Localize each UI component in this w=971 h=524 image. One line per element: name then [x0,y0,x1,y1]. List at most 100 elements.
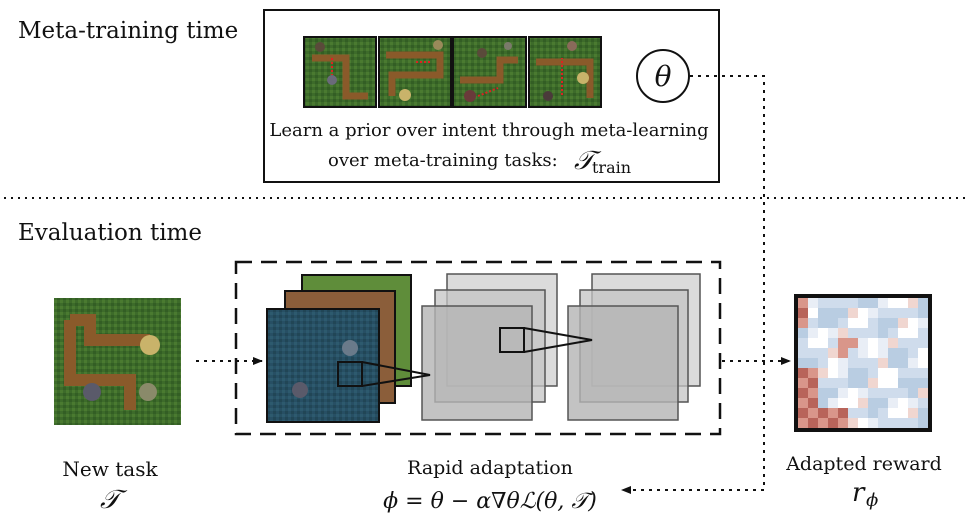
reward-subscript: ϕ [866,490,878,511]
heatmap-cell [848,368,859,379]
heatmap-cell [848,378,859,389]
heatmap-cell [808,358,819,369]
heatmap-cell [908,348,919,359]
heatmap-cell [918,308,929,319]
theta-node [636,49,690,103]
heatmap-cell [848,398,859,409]
heatmap-cell [798,338,809,349]
heatmap-cell [838,408,849,419]
heatmap-cell [818,328,829,339]
heatmap-cell [848,388,859,399]
heatmap-cell [808,418,819,429]
heatmap-cell [878,418,889,429]
heatmap-cell [818,378,829,389]
heatmap-cell [888,368,899,379]
heatmap-cell [908,298,919,309]
heatmap-cell [838,368,849,379]
heatmap-cell [838,308,849,319]
heatmap-cell [828,348,839,359]
heatmap-cell [858,418,869,429]
kernel-2-projection [523,327,593,353]
heatmap-cell [888,398,899,409]
meta-task-map-2 [378,36,452,108]
heatmap-cell [918,378,929,389]
heatmap-cell [848,418,859,429]
heatmap-cell [908,378,919,389]
heatmap-cell [898,398,909,409]
heatmap-cell [808,388,819,399]
heatmap-cell [878,358,889,369]
heatmap-cell [798,418,809,429]
heatmap-cell [898,298,909,309]
heatmap-cell [918,318,929,329]
heatmap-cell [858,398,869,409]
heatmap-cell [828,398,839,409]
heatmap-cell [828,328,839,339]
heatmap-cell [798,308,809,319]
heatmap-cell [918,298,929,309]
meta-task-map-4 [528,36,602,108]
heatmap-cell [898,308,909,319]
heatmap-cell [898,388,909,399]
heatmap-cell [908,338,919,349]
heatmap-cell [868,408,879,419]
heatmap-cell [848,358,859,369]
heatmap-cell [838,398,849,409]
new-task-symbol: 𝒯 [100,485,128,515]
heatmap-cell [858,318,869,329]
heatmap-cell [848,348,859,359]
heatmap-cell [888,348,899,359]
heatmap-cell [888,388,899,399]
heatmap-cell [868,298,879,309]
heatmap-cell [878,378,889,389]
heatmap-cell [868,418,879,429]
input-unit-b [292,382,308,398]
heatmap-cell [828,318,839,329]
kernel-2 [499,327,525,353]
heatmap-cell [798,378,809,389]
heatmap-cell [918,338,929,349]
heatmap-cell [908,418,919,429]
heatmap-cell [828,378,839,389]
heatmap-cell [798,388,809,399]
heatmap-cell [808,408,819,419]
heatmap-cell [888,338,899,349]
heatmap-cell [918,328,929,339]
heatmap-cell [888,418,899,429]
heatmap-cell [828,388,839,399]
reward-symbol: r [852,478,866,508]
heatmap-cell [858,338,869,349]
new-task-map [54,298,181,425]
heatmap-cell [838,328,849,339]
heatmap-cell [858,388,869,399]
heatmap-cell [828,298,839,309]
meta-task-map-1 [303,36,377,108]
meta-caption-line1: Learn a prior over intent through meta-l… [269,120,708,141]
heatmap-cell [898,418,909,429]
heatmap-cell [868,338,879,349]
heatmap-cell [848,318,859,329]
heatmap-cell [878,318,889,329]
heatmap-cell [908,328,919,339]
heatmap-cell [858,308,869,319]
heatmap-cell [808,328,819,339]
theta-symbol: θ [655,60,672,93]
adapted-reward-heatmap [798,298,929,429]
heatmap-cell [888,328,899,339]
heatmap-cell [908,368,919,379]
heatmap-cell [828,338,839,349]
heatmap-cell [908,358,919,369]
heatmap-cell [918,418,929,429]
heatmap-cell [918,358,929,369]
heatmap-cell [878,348,889,359]
heatmap-cell [898,328,909,339]
heatmap-cell [908,398,919,409]
heatmap-cell [858,358,869,369]
kernel-1 [337,361,363,387]
heatmap-cell [888,408,899,419]
input-unit-a [342,340,358,356]
heatmap-cell [878,368,889,379]
adapted-reward-label: Adapted reward [785,453,942,475]
heatmap-cell [918,348,929,359]
